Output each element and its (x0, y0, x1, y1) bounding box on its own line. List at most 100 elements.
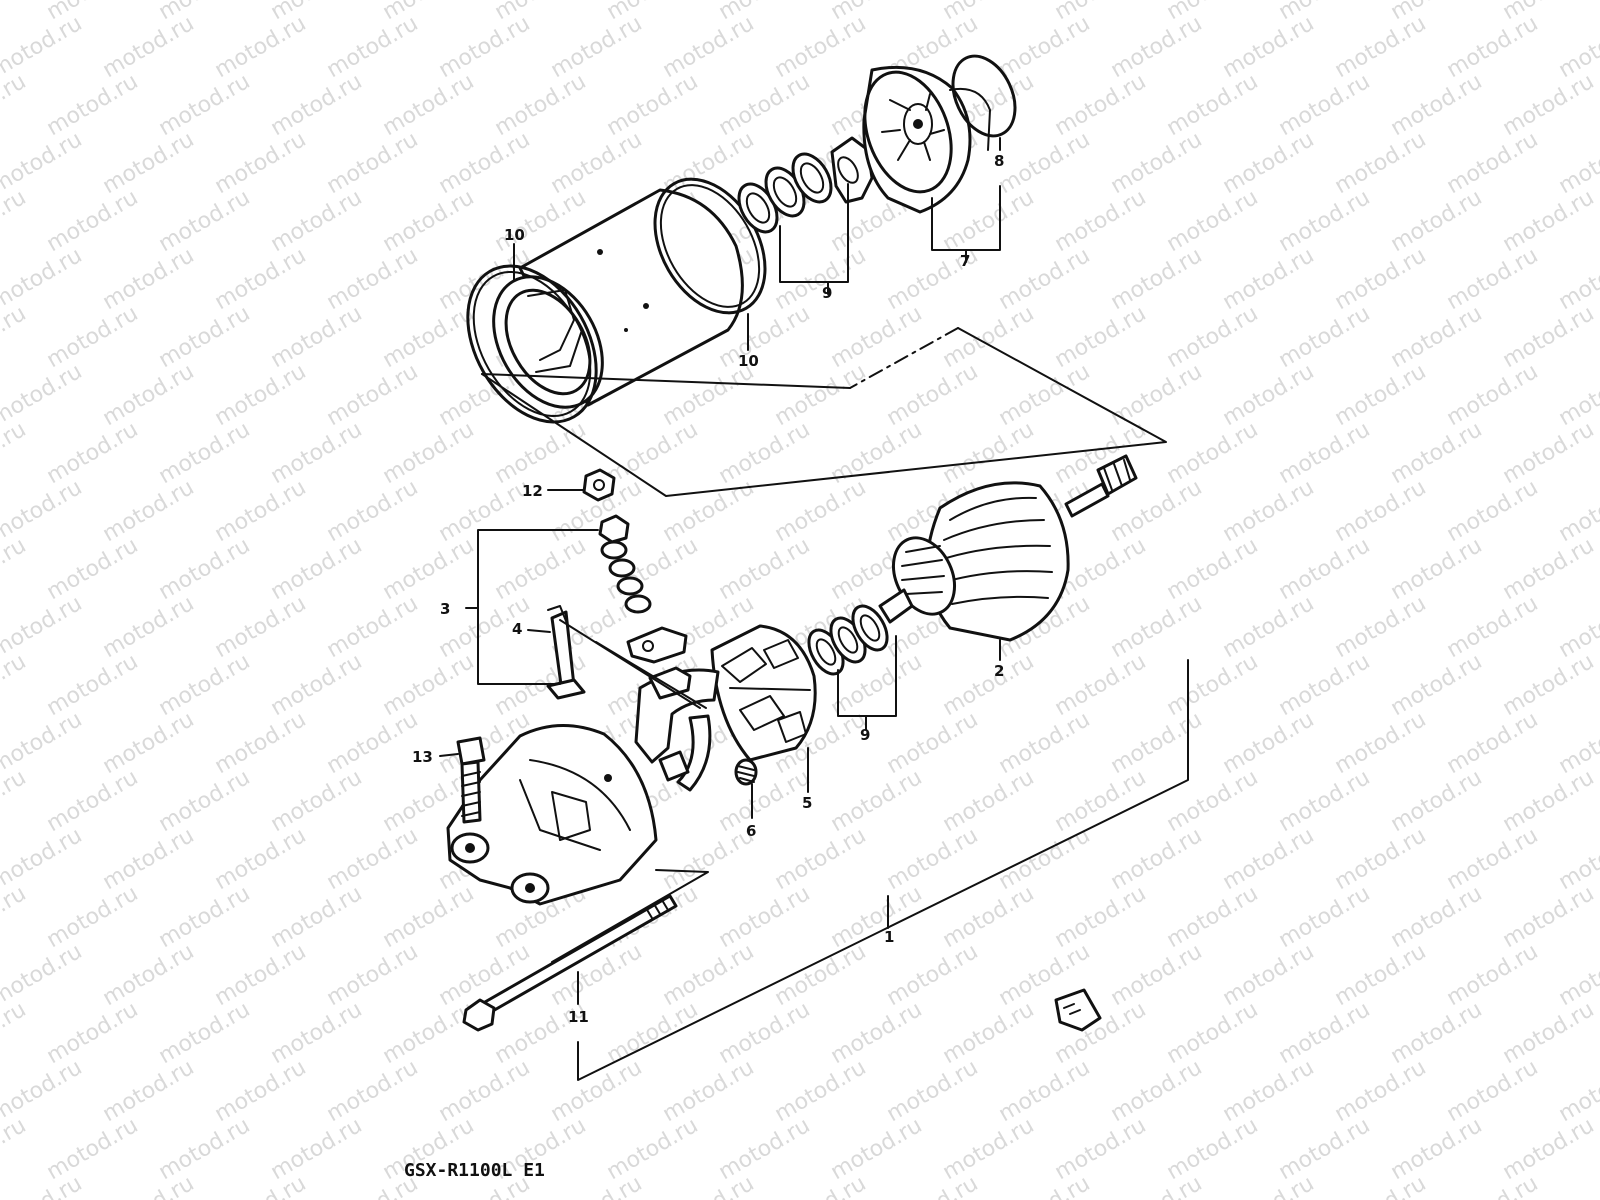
watermark-text: motod.ru (1107, 127, 1207, 199)
watermark-text: motod.ru (715, 997, 815, 1069)
watermark-text: motod.ru (0, 185, 30, 257)
watermark-text: motod.ru (323, 475, 423, 547)
o-ring-front (466, 264, 598, 424)
callout-8: 8 (994, 152, 1004, 170)
watermark-text: motod.ru (1555, 1171, 1600, 1200)
watermark-text: motod.ru (1163, 417, 1263, 489)
watermark-text: motod.ru (1275, 765, 1375, 837)
watermark-text: motod.ru (1499, 765, 1599, 837)
watermark-text: motod.ru (1275, 301, 1375, 373)
watermark-text: motod.ru (43, 185, 143, 257)
watermark-text: motod.ru (883, 1171, 983, 1200)
watermark-text: motod.ru (155, 649, 255, 721)
watermark-text: motod.ru (1275, 533, 1375, 605)
watermark-text: motod.ru (155, 185, 255, 257)
watermark-text: motod.ru (1107, 1171, 1207, 1200)
watermark-text: motod.ru (827, 301, 927, 373)
watermark-text: motod.ru (771, 1055, 871, 1127)
watermark-text: motod.ru (1107, 707, 1207, 779)
watermark-text: motod.ru (267, 533, 367, 605)
watermark-text: motod.ru (659, 1055, 759, 1127)
watermark-text: motod.ru (1331, 127, 1431, 199)
watermark-text: motod.ru (1275, 997, 1375, 1069)
watermark-text: motod.ru (1555, 243, 1600, 315)
watermark-text: motod.ru (547, 127, 647, 199)
watermark-text: motod.ru (1387, 997, 1487, 1069)
watermark-text: motod.ru (1331, 591, 1431, 663)
watermark-text: motod.ru (995, 127, 1095, 199)
watermark-text: motod.ru (1555, 939, 1600, 1011)
watermark-text: motod.ru (211, 939, 311, 1011)
callouts: 1 2 3 4 5 6 7 8 9 9 10 10 11 12 13 (412, 152, 1004, 1026)
watermark-text: motod.ru (155, 69, 255, 141)
watermark-text: motod.ru (827, 765, 927, 837)
watermark-text: motod.ru (0, 997, 30, 1069)
watermark-text: motod.ru (1051, 69, 1151, 141)
watermark-text: motod.ru (1107, 939, 1207, 1011)
watermark-text: motod.ru (1331, 359, 1431, 431)
watermark-text: motod.ru (155, 881, 255, 953)
callout-9-lower: 9 (860, 726, 870, 744)
washer-set-upper (737, 136, 874, 234)
watermark-text: motod.ru (0, 417, 30, 489)
watermark-text: motod.ru (1051, 649, 1151, 721)
callout-12: 12 (522, 482, 543, 500)
watermark-text: motod.ru (155, 417, 255, 489)
watermark-text: motod.ru (1499, 185, 1599, 257)
watermark-text: motod.ru (435, 11, 535, 83)
watermark-text: motod.ru (1387, 185, 1487, 257)
watermark-text: motod.ru (1219, 359, 1319, 431)
watermark-text: motod.ru (379, 185, 479, 257)
brush-holder (710, 624, 817, 762)
watermark-text: motod.ru (939, 417, 1039, 489)
watermark-text: motod.ru (379, 417, 479, 489)
watermark-text: motod.ru (211, 243, 311, 315)
watermark-text: motod.ru (267, 881, 367, 953)
watermark-text: motod.ru (1107, 1055, 1207, 1127)
watermark-text: motod.ru (1275, 185, 1375, 257)
watermark-text: motod.ru (547, 1171, 647, 1200)
watermark-text: motod.ru (211, 1171, 311, 1200)
watermark-text: motod.ru (155, 1113, 255, 1185)
watermark-text: motod.ru (267, 997, 367, 1069)
watermark-text: motod.ru (827, 417, 927, 489)
watermark-text: motod.ru (1163, 185, 1263, 257)
watermark-text: motod.ru (1163, 1113, 1263, 1185)
watermark-text: motod.ru (995, 243, 1095, 315)
watermark-text: motod.ru (771, 823, 871, 895)
watermark-text: motod.ru (0, 301, 30, 373)
watermark-text: motod.ru (1555, 127, 1600, 199)
watermark-text: motod.ru (715, 69, 815, 141)
o-ring-rear-cover (951, 54, 1017, 138)
watermark-text: motod.ru (715, 881, 815, 953)
watermark-text: motod.ru (379, 997, 479, 1069)
watermark-text: motod.ru (1163, 301, 1263, 373)
watermark-text: motod.ru (99, 591, 199, 663)
watermark-text: motod.ru (1499, 301, 1599, 373)
watermark-text: motod.ru (155, 301, 255, 373)
watermark-text: motod.ru (43, 417, 143, 489)
watermark-text: motod.ru (1443, 127, 1543, 199)
brush-spring (734, 758, 758, 786)
watermark-text: motod.ru (939, 881, 1039, 953)
watermark-text: motod.ru (1499, 69, 1599, 141)
watermark-text: motod.ru (1555, 359, 1600, 431)
watermark-text: motod.ru (1555, 823, 1600, 895)
watermark-text: motod.ru (1051, 765, 1151, 837)
callout-5: 5 (802, 794, 812, 812)
watermark-text: motod.ru (603, 1113, 703, 1185)
watermark-text: motod.ru (0, 1171, 86, 1200)
watermark-text: motod.ru (1051, 185, 1151, 257)
housing-bolt (456, 736, 486, 824)
watermark-text: motod.ru (883, 823, 983, 895)
armature (878, 454, 1138, 642)
watermark-text: motod.ru (99, 127, 199, 199)
callout-9-upper: 9 (822, 284, 832, 302)
watermark-text: motod.ru (435, 475, 535, 547)
watermark-text: motod.ru (435, 939, 535, 1011)
watermark-text: motod.ru (1499, 533, 1599, 605)
watermark-text: motod.ru (771, 475, 871, 547)
callout-7: 7 (960, 252, 970, 270)
watermark-text: motod.ru (211, 823, 311, 895)
watermark-text: motod.ru (43, 69, 143, 141)
